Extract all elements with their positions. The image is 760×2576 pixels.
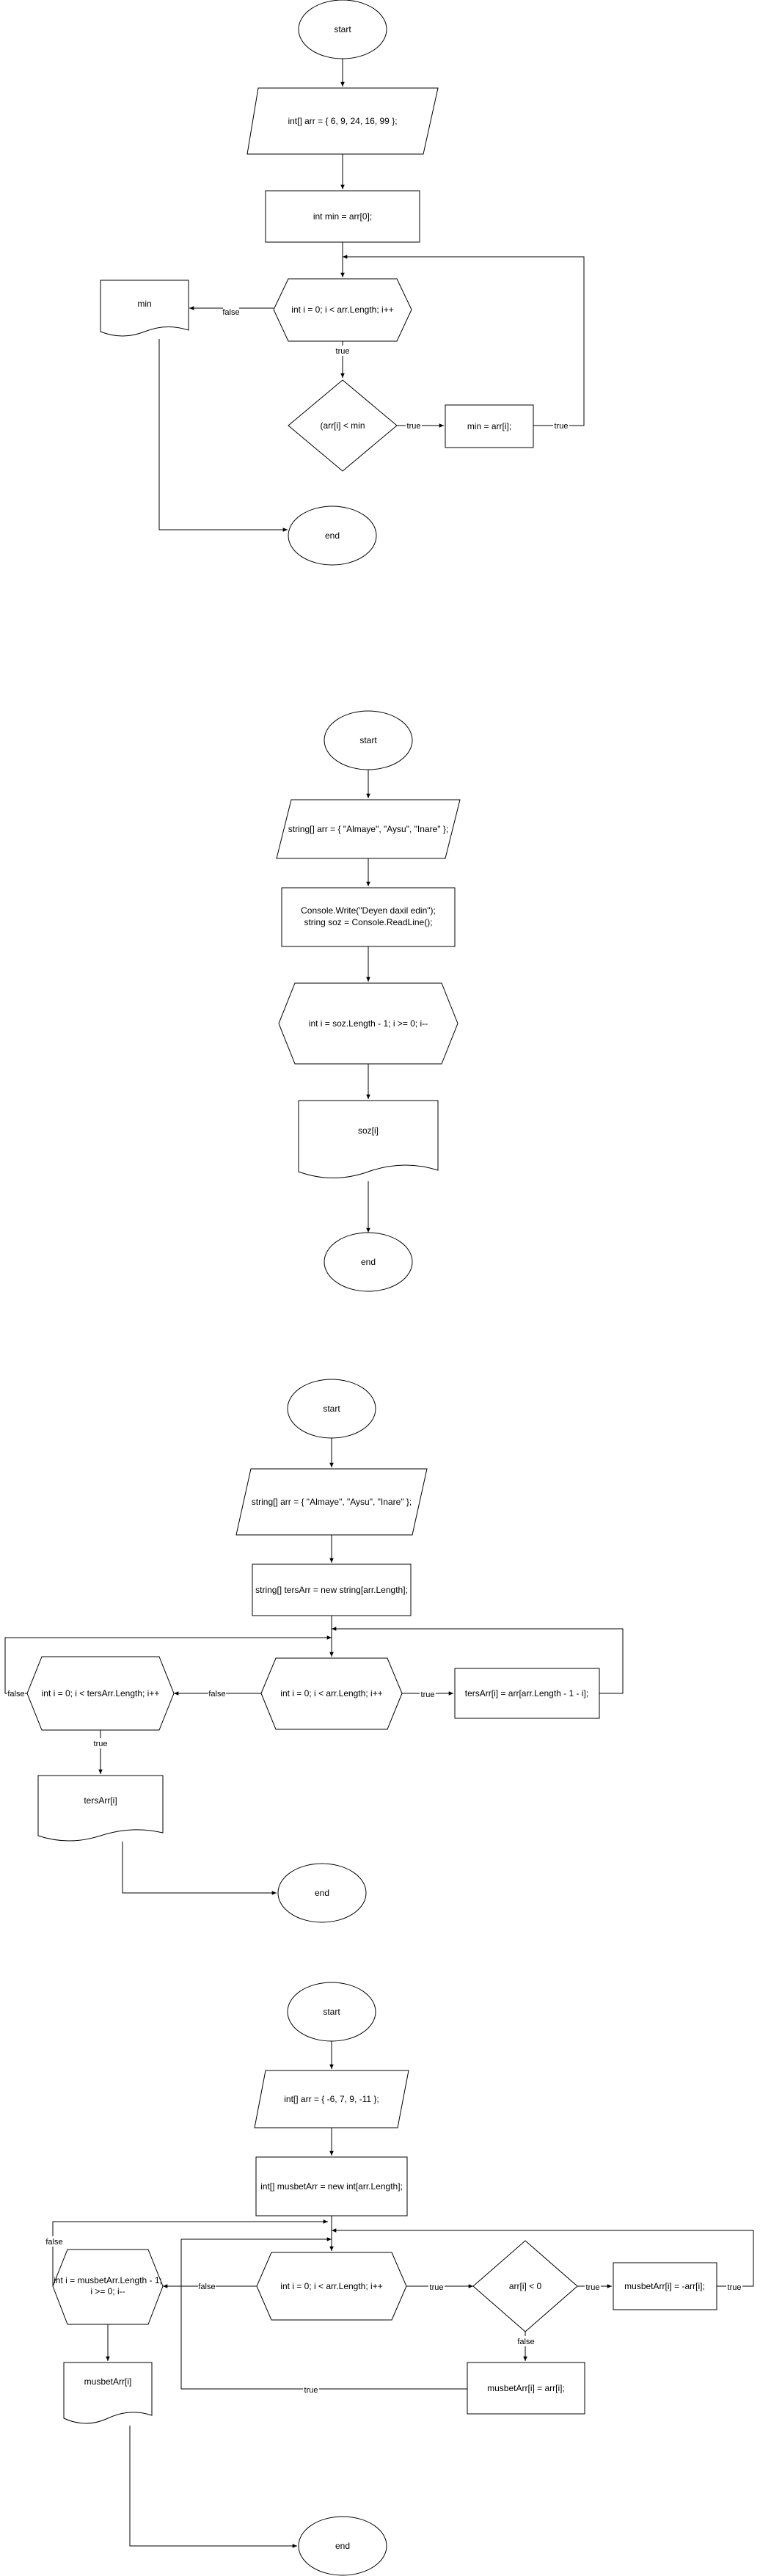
print-loop-label-line1: int i = musbetArr.Length - 1; [54, 2275, 162, 2285]
array-label: int[] arr = { -6, 7, 9, -11 }; [284, 2094, 379, 2104]
edge-output-to-end [129, 2426, 297, 2548]
outer-loop-label: int i = 0; i < arr.Length; i++ [280, 2281, 382, 2291]
flowchart-1: true false true true start int[] arr = {… [100, 0, 585, 566]
start-node: start [287, 1982, 376, 2042]
outer-loop-node: int i = 0; i < arr.Length; i++ [260, 1657, 403, 1730]
array-input-node: string[] arr = { "Almaye", "Aysu", "Inar… [276, 799, 461, 859]
edge-label-true: true [430, 2283, 444, 2292]
output-document-node: musbetArr[i] [63, 2362, 153, 2424]
init-label: string[] tersArr = new string[arr.Length… [255, 1585, 408, 1595]
end-node: end [288, 506, 377, 566]
init-process-node: int min = arr[0]; [265, 190, 420, 243]
start-label: start [334, 24, 351, 34]
condition-node: arr[i] < 0 [472, 2240, 578, 2332]
loop-label: int i = 0; i < arr.Length; i++ [291, 304, 393, 315]
init-process-node: string[] tersArr = new string[arr.Length… [252, 1564, 412, 1616]
flowchart-3: true false false true start string[] arr… [4, 1379, 624, 1923]
edge-label-true: true [555, 422, 569, 431]
console-input-process-node: Console.Write("Deyen daxil edin"); strin… [281, 887, 456, 947]
edge-label-false: false [208, 1690, 225, 1699]
edge-label-false: false [198, 2283, 215, 2291]
console-readline-label: string soz = Console.ReadLine(); [304, 917, 432, 927]
output-document-node: soz[i] [298, 1100, 439, 1178]
edge-label-true: true [586, 2283, 600, 2292]
output-label: tersArr[i] [84, 1795, 117, 1806]
edge-output-to-end [158, 339, 288, 532]
outer-loop-node: int i = 0; i < arr.Length; i++ [256, 2252, 407, 2321]
assign-neg-label: musbetArr[i] = -arr[i]; [624, 2281, 705, 2291]
end-label: end [335, 2541, 350, 2551]
assign-pos-process-node: musbetArr[i] = arr[i]; [467, 2362, 585, 2415]
end-label: end [325, 530, 340, 541]
print-loop-label-line2: i >= 0; i-- [90, 2286, 125, 2296]
end-node: end [324, 1232, 413, 1292]
edge-label-false: false [7, 1690, 24, 1699]
start-label: start [323, 2007, 340, 2017]
array-label: string[] arr = { "Almaye", "Aysu", "Inar… [252, 1497, 412, 1507]
output-label: soz[i] [358, 1125, 379, 1136]
array-label: int[] arr = { 6, 9, 24, 16, 99 }; [288, 116, 397, 126]
edge-label-true: true [421, 1690, 435, 1699]
init-label: int[] musbetArr = new int[arr.Length]; [260, 2181, 403, 2192]
edge-output-to-end [122, 1842, 277, 1895]
output-document-node: tersArr[i] [37, 1775, 164, 1842]
condition-node: (arr[i] < min [288, 379, 398, 472]
array-input-node: int[] arr = { -6, 7, 9, -11 }; [254, 2070, 409, 2128]
edge-label-true: true [407, 422, 421, 431]
array-input-node: string[] arr = { "Almaye", "Aysu", "Inar… [235, 1468, 428, 1536]
edge-assign-pos-loop-back [180, 2237, 467, 2390]
print-loop-node: int i = musbetArr.Length - 1; i >= 0; i-… [52, 2249, 164, 2325]
output-label: musbetArr[i] [84, 2376, 132, 2387]
array-label: string[] arr = { "Almaye", "Aysu", "Inar… [288, 824, 448, 834]
flowchart-2: start string[] arr = { "Almaye", "Aysu",… [276, 710, 461, 1292]
flowchart-4: true true true false false false true st… [45, 1982, 754, 2576]
init-process-node: int[] musbetArr = new int[arr.Length]; [255, 2156, 408, 2216]
assign-neg-process-node: musbetArr[i] = -arr[i]; [613, 2262, 717, 2310]
assign-label: tersArr[i] = arr[arr.Length - 1 - i]; [465, 1688, 588, 1699]
edge-label-true: true [304, 2386, 318, 2395]
outer-loop-label: int i = 0; i < arr.Length; i++ [280, 1688, 382, 1699]
edge-label-true: true [728, 2283, 742, 2292]
output-label: min [137, 299, 151, 309]
print-loop-node: int i = 0; i < tersArr.Length; i++ [26, 1656, 175, 1731]
edge-label-false: false [517, 2338, 534, 2346]
end-label: end [361, 1257, 376, 1267]
loop-node: int i = 0; i < arr.Length; i++ [273, 278, 412, 342]
end-label: end [315, 1888, 329, 1898]
edge-print-loop-false-back [52, 2219, 328, 2286]
console-write-label: Console.Write("Deyen daxil edin"); [301, 905, 436, 916]
assign-process-node: tersArr[i] = arr[arr.Length - 1 - i]; [454, 1668, 600, 1719]
edge-label-false: false [222, 308, 239, 317]
loop-node: int i = soz.Length - 1; i >= 0; i-- [278, 982, 458, 1065]
end-node: end [298, 2516, 387, 2576]
edge-label-true: true [336, 347, 350, 356]
assign-process-node: min = arr[i]; [445, 404, 534, 448]
edge-label-false: false [45, 2238, 62, 2247]
start-node: start [324, 710, 413, 770]
init-label: int min = arr[0]; [313, 211, 372, 222]
condition-label: arr[i] < 0 [509, 2281, 542, 2291]
start-label: start [323, 1404, 340, 1414]
start-node: start [287, 1379, 376, 1439]
assign-pos-label: musbetArr[i] = arr[i]; [487, 2383, 565, 2393]
print-loop-label: int i = 0; i < tersArr.Length; i++ [42, 1688, 160, 1699]
end-node: end [277, 1863, 367, 1923]
start-node: start [298, 0, 387, 59]
start-label: start [359, 735, 377, 745]
condition-label: (arr[i] < min [320, 420, 365, 431]
assign-label: min = arr[i]; [467, 421, 511, 431]
loop-label: int i = soz.Length - 1; i >= 0; i-- [309, 1018, 428, 1029]
array-input-node: int[] arr = { 6, 9, 24, 16, 99 }; [246, 87, 439, 155]
edge-assign-loop-back [332, 1627, 624, 1694]
edge-label-true: true [94, 1740, 108, 1748]
output-document-node: min [100, 280, 189, 337]
